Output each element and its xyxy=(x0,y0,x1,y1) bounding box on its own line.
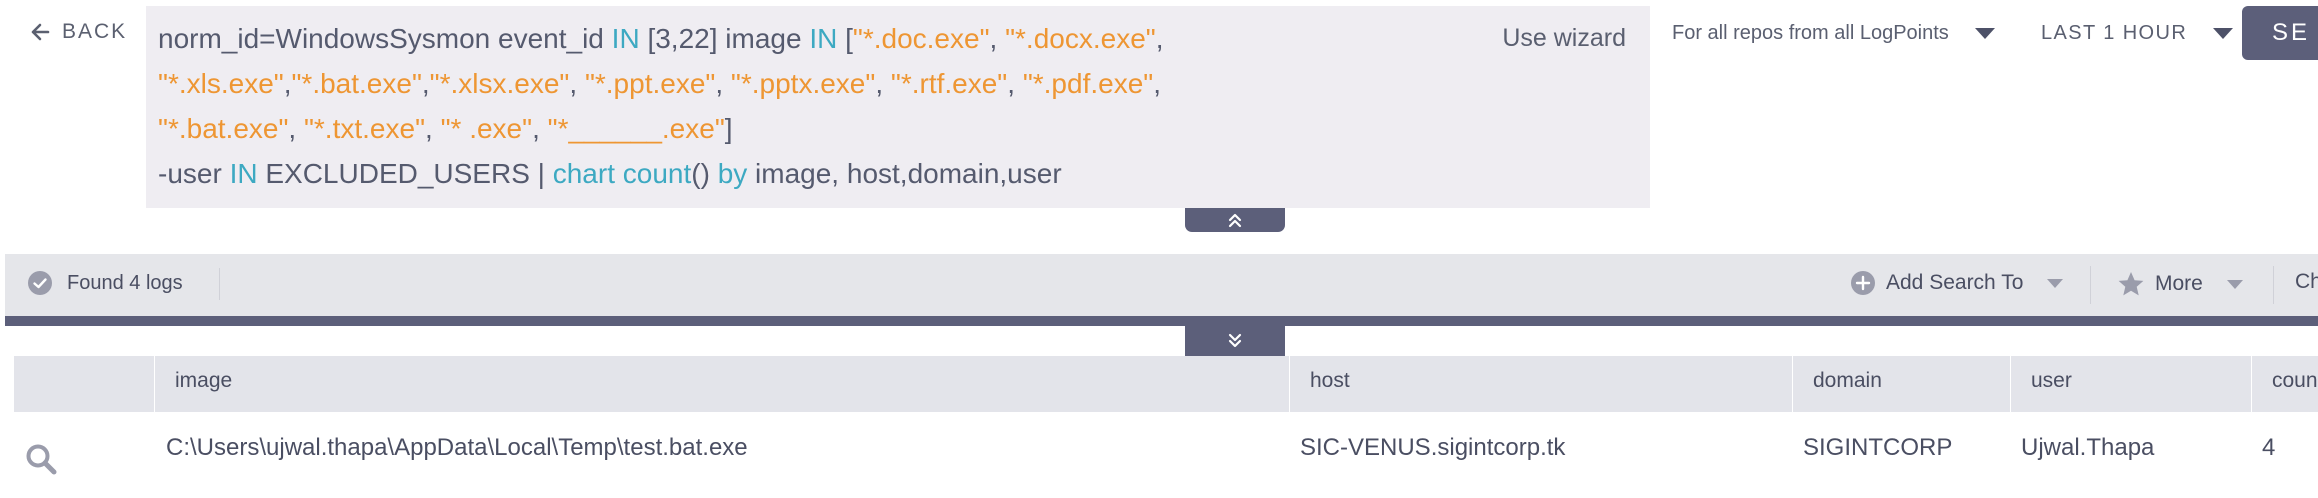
query-token: image, host,domain,user xyxy=(747,158,1062,189)
query-token: , xyxy=(1153,68,1161,99)
found-logs-status: Found 4 logs xyxy=(27,270,183,296)
magnifier-icon[interactable] xyxy=(24,442,58,476)
query-token: , xyxy=(288,113,304,144)
query-token: , xyxy=(425,113,441,144)
query-line: "*.bat.exe", "*.txt.exe", "* .exe", "*__… xyxy=(158,106,1638,151)
query-token: , xyxy=(532,113,548,144)
search-button[interactable]: SE xyxy=(2242,6,2318,60)
double-chevron-up-icon xyxy=(1228,213,1242,228)
query-string: "*.bat.exe" xyxy=(158,113,289,144)
column-header-blank xyxy=(14,356,154,412)
column-header-image[interactable]: image xyxy=(154,356,1289,412)
query-string: "*.rtf.exe" xyxy=(890,68,1008,99)
query-keyword: chart count xyxy=(552,158,692,189)
query-keyword: by xyxy=(717,158,748,189)
query-line: norm_id=WindowsSysmon event_id IN [3,22]… xyxy=(158,16,1638,61)
plus-circle-icon xyxy=(1851,271,1875,295)
query-string: "*.pdf.exe" xyxy=(1022,68,1154,99)
query-string: "*.xls.exe" xyxy=(158,68,284,99)
query-string: "*.bat.exe" xyxy=(291,68,422,99)
arrow-left-icon xyxy=(31,23,50,41)
collapse-query-button[interactable] xyxy=(1185,208,1285,232)
query-keyword: IN xyxy=(809,23,838,54)
back-label: BACK xyxy=(62,20,128,43)
query-text: norm_id=WindowsSysmon event_id IN [3,22]… xyxy=(158,16,1638,196)
cell-user: Ujwal.Thapa xyxy=(2021,434,2155,461)
divider xyxy=(2273,266,2274,304)
query-string: "*.xlsx.exe" xyxy=(429,68,570,99)
column-header-user[interactable]: user xyxy=(2010,356,2251,412)
chart-button[interactable]: Ch xyxy=(2295,270,2318,293)
query-token: [ xyxy=(837,23,853,54)
results-toolbar: Found 4 logs Add Search To More Ch xyxy=(5,254,2318,316)
cell-count: 4 xyxy=(2262,434,2276,461)
query-string: "*.txt.exe" xyxy=(303,113,426,144)
query-line: -user IN EXCLUDED_USERS | chart count() … xyxy=(158,151,1638,196)
expand-panel-button[interactable] xyxy=(1185,326,1285,356)
repo-selector-value: For all repos from all LogPoints xyxy=(1672,22,1949,44)
query-string: "*.doc.exe" xyxy=(852,23,990,54)
column-header-host[interactable]: host xyxy=(1289,356,1792,412)
chevron-down-icon xyxy=(2226,279,2243,289)
chevron-down-icon xyxy=(2047,278,2064,288)
cell-image: C:\Users\ujwal.thapa\AppData\Local\Temp\… xyxy=(166,434,748,461)
add-search-to-label: Add Search To xyxy=(1886,271,2024,294)
table-header: image host domain user coun xyxy=(14,356,2318,412)
check-circle-icon xyxy=(28,271,52,295)
query-token: () xyxy=(691,158,718,189)
query-token: , xyxy=(569,68,585,99)
use-wizard-link[interactable]: Use wizard xyxy=(1502,24,1626,52)
found-logs-label: Found 4 logs xyxy=(67,271,183,294)
panel-divider[interactable] xyxy=(5,316,2318,326)
query-token: , xyxy=(875,68,891,99)
star-icon xyxy=(2118,272,2144,296)
query-token: , xyxy=(421,68,430,99)
divider xyxy=(219,268,220,300)
query-token: [3,22] image xyxy=(639,23,810,54)
query-editor[interactable]: norm_id=WindowsSysmon event_id IN [3,22]… xyxy=(146,6,1650,208)
query-string: "*.docx.exe" xyxy=(1005,23,1156,54)
query-token: , xyxy=(1155,23,1164,54)
cell-host: SIC-VENUS.sigintcorp.tk xyxy=(1300,434,1566,461)
query-string: "*.pptx.exe" xyxy=(730,68,876,99)
query-token: , xyxy=(283,68,292,99)
more-label: More xyxy=(2155,272,2203,295)
query-keyword: IN xyxy=(229,158,258,189)
query-string: "* .exe" xyxy=(440,113,533,144)
column-header-domain[interactable]: domain xyxy=(1792,356,2010,412)
repo-selector[interactable]: For all repos from all LogPoints xyxy=(1672,22,1995,45)
query-token: , xyxy=(1007,68,1023,99)
chevron-down-icon xyxy=(2213,28,2234,39)
more-button[interactable]: More xyxy=(2117,270,2243,298)
query-string: "*______.exe" xyxy=(547,113,725,144)
query-token: , xyxy=(715,68,731,99)
query-string: "*.ppt.exe" xyxy=(584,68,716,99)
query-token: , xyxy=(989,23,1006,54)
divider xyxy=(2090,266,2091,304)
query-keyword: IN xyxy=(611,23,640,54)
table-row[interactable]: C:\Users\ujwal.thapa\AppData\Local\Temp\… xyxy=(14,412,2318,498)
query-token: norm_id=WindowsSysmon event_id xyxy=(158,23,612,54)
time-range-value: LAST 1 HOUR xyxy=(2041,22,2188,44)
query-token: EXCLUDED_USERS | xyxy=(257,158,553,189)
column-header-count[interactable]: coun xyxy=(2251,356,2318,412)
double-chevron-down-icon xyxy=(1228,333,1242,348)
cell-domain: SIGINTCORP xyxy=(1803,434,1953,461)
chevron-down-icon xyxy=(1974,28,1995,39)
back-button[interactable]: BACK xyxy=(30,20,127,44)
query-token: ] xyxy=(724,113,733,144)
query-token: -user xyxy=(158,158,230,189)
add-search-to-button[interactable]: Add Search To xyxy=(1850,270,2064,296)
time-range-selector[interactable]: LAST 1 HOUR xyxy=(2041,22,2234,45)
query-line: "*.xls.exe","*.bat.exe","*.xlsx.exe", "*… xyxy=(158,61,1638,106)
